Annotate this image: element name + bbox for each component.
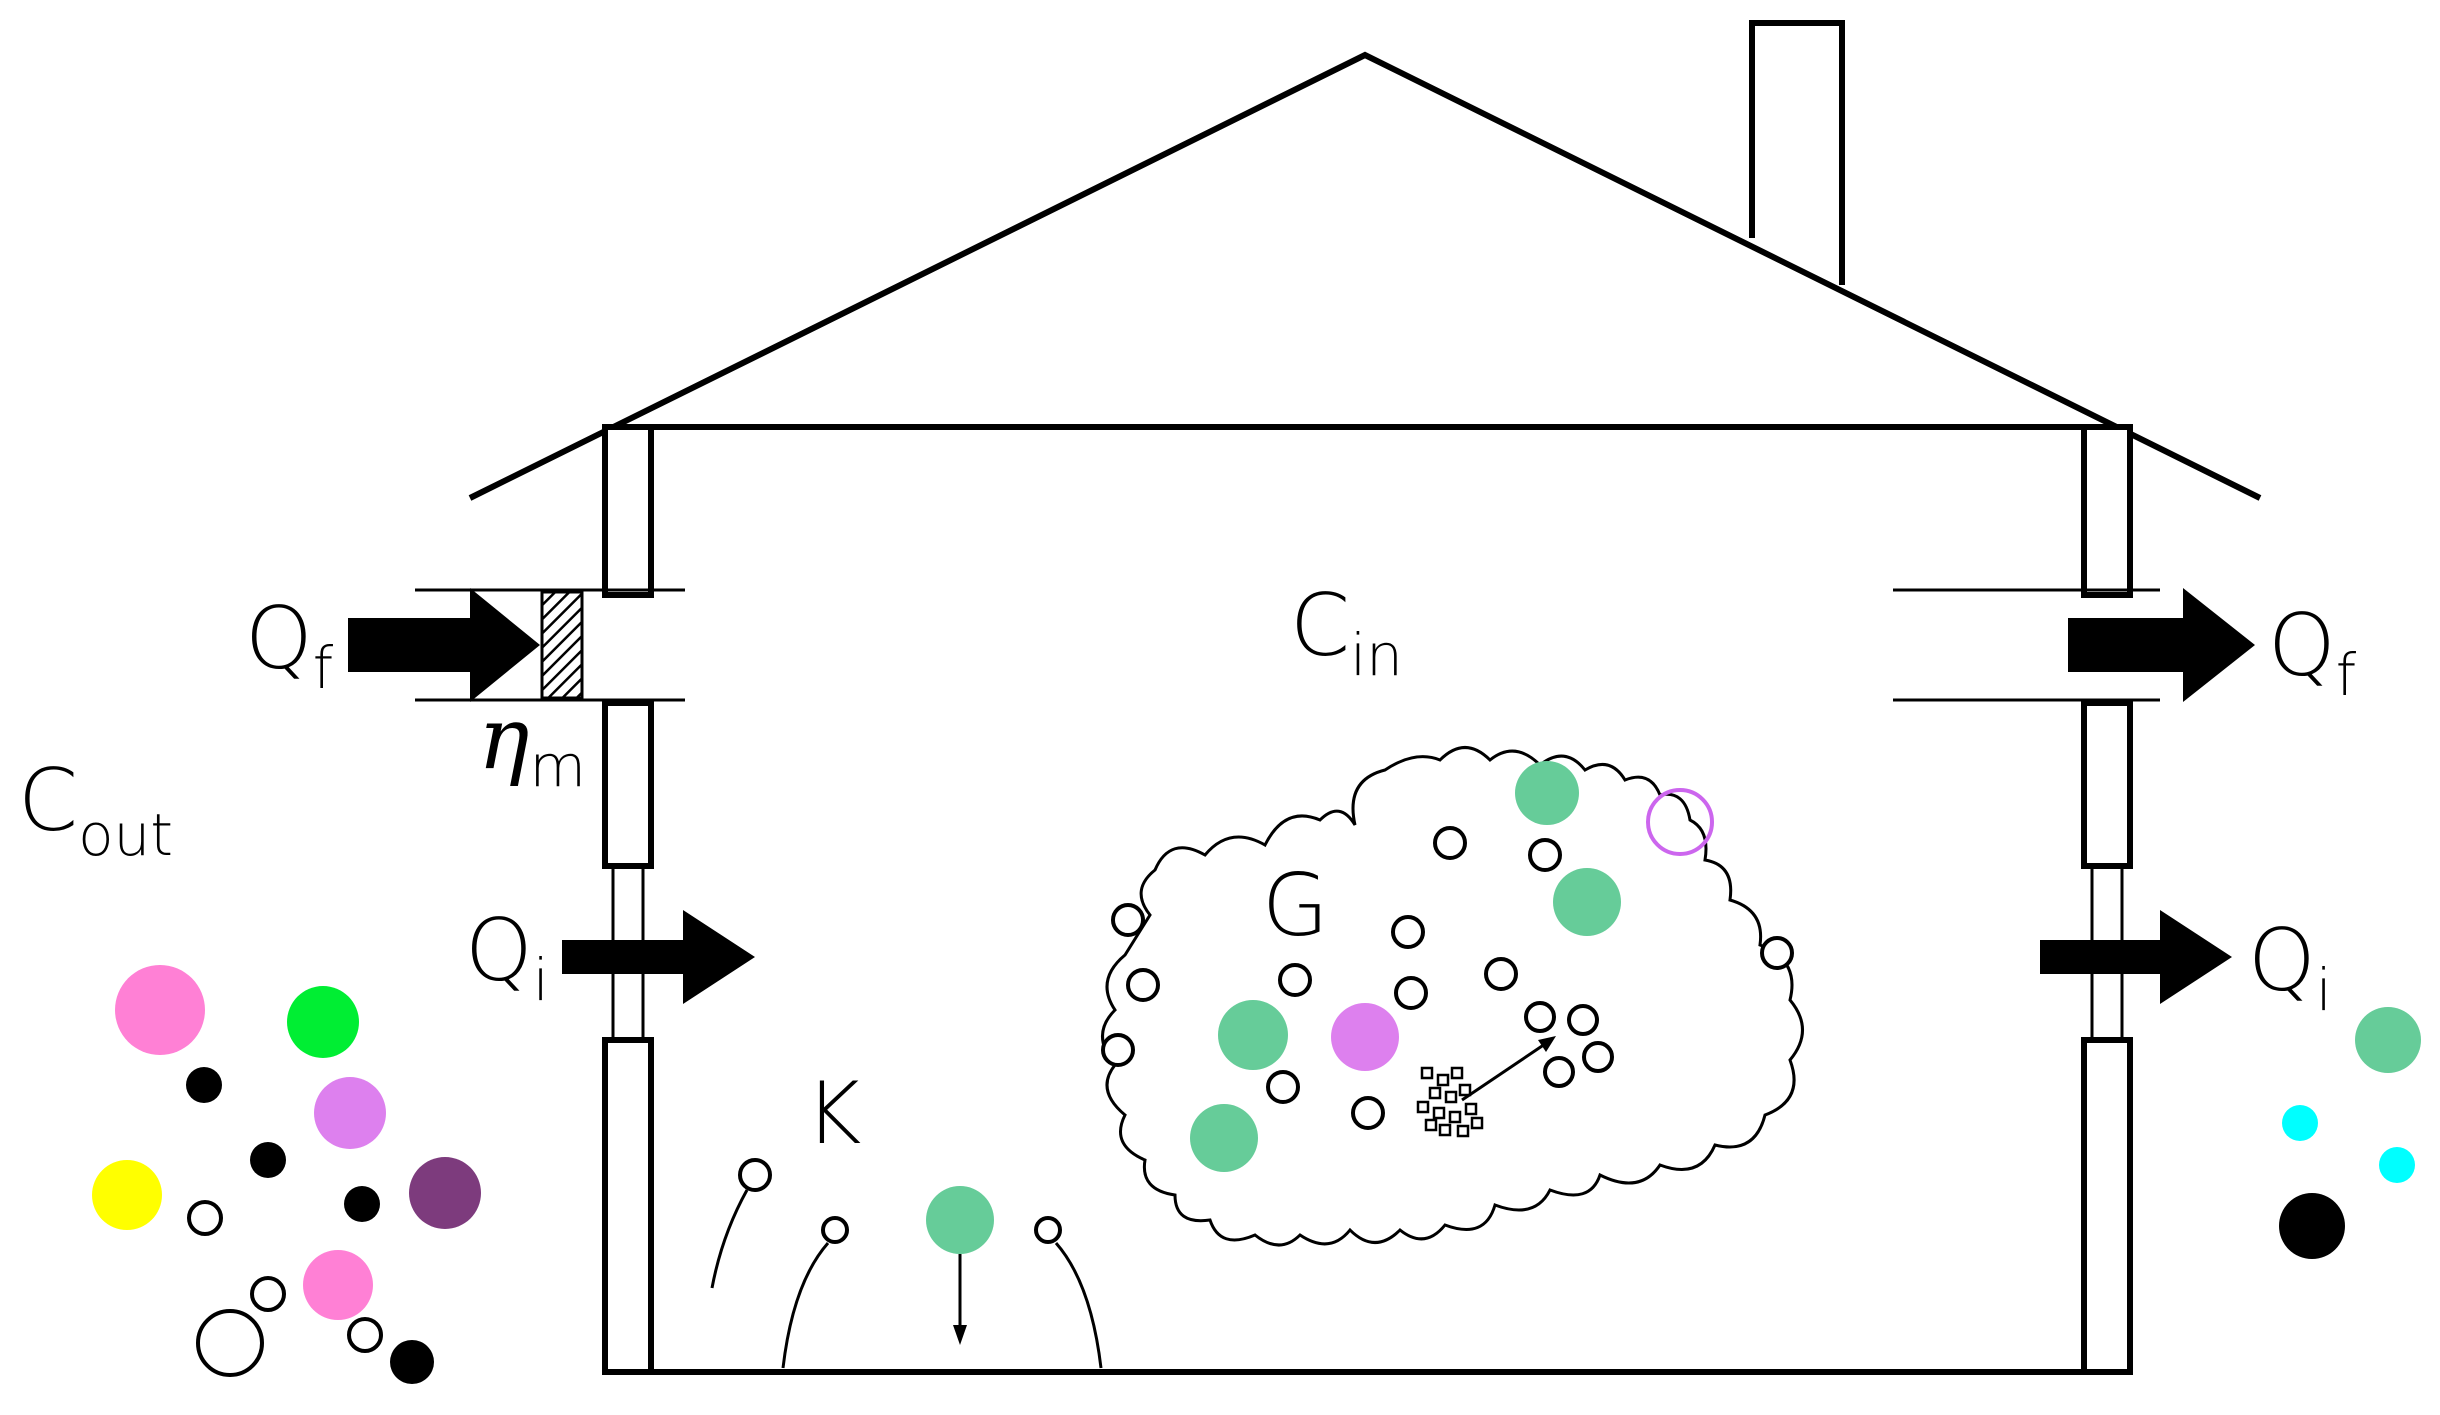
particle-green (1515, 761, 1579, 825)
arrow-qi-in (562, 910, 755, 1004)
particle-pink (115, 965, 205, 1055)
particle-lavender-hollow (1646, 788, 1714, 856)
label-g: G (1262, 856, 1329, 956)
deposition-particles (710, 1158, 1103, 1369)
particle-small (250, 1276, 286, 1312)
label-qi-in: Qi (465, 901, 549, 1014)
particle-violet (314, 1077, 386, 1149)
particle-green (2355, 1007, 2421, 1073)
label-k: K (805, 1064, 861, 1164)
particle-small (1034, 1216, 1062, 1244)
right-wall (2081, 424, 2133, 1375)
particle-purple (409, 1157, 481, 1229)
particle-small (187, 1200, 223, 1236)
particle-small (738, 1158, 772, 1192)
arrow-qi-out (2040, 910, 2232, 1004)
particle-small (1582, 1041, 1614, 1073)
label-qf-out: Qf (2268, 596, 2357, 709)
label-qf-in: Qf (245, 589, 334, 702)
particle-small (1543, 1056, 1575, 1088)
cloud-particles (1101, 761, 1794, 1172)
particle-violet (1331, 1003, 1399, 1071)
left-wall (602, 424, 654, 1375)
particle-small (1266, 1070, 1300, 1104)
particle-yellow (92, 1160, 162, 1230)
particle-small (1484, 957, 1518, 991)
particle-black (186, 1067, 222, 1103)
particle-small (1433, 826, 1467, 860)
particle-small (1126, 968, 1160, 1002)
particle-black (390, 1340, 434, 1384)
particle-black (344, 1186, 380, 1222)
arrow-qf-out (2068, 588, 2255, 702)
particle-green (1553, 868, 1621, 936)
particle-cluster (1416, 1066, 1484, 1138)
particle-cyan (2282, 1105, 2318, 1141)
particle-black (2279, 1193, 2345, 1259)
particle-small (1351, 1096, 1385, 1130)
particle-small (1524, 1001, 1556, 1033)
particle-bright-green (287, 986, 359, 1058)
particle-black (250, 1142, 286, 1178)
particle-small (1278, 963, 1312, 997)
particle-small (1528, 838, 1562, 872)
label-c-out: Cout (18, 751, 173, 869)
outlet-duct (1893, 588, 2160, 702)
inlet-duct (415, 588, 685, 702)
label-eta-m: ηm (478, 689, 586, 800)
particle-green (1190, 1104, 1258, 1172)
exhaust-particles (2279, 1007, 2421, 1259)
particle-small (347, 1317, 383, 1353)
filter-element (540, 590, 584, 700)
particle-small (1394, 976, 1428, 1010)
label-c-in: Cin (1290, 576, 1403, 689)
particle-large (196, 1309, 264, 1377)
particle-pink (303, 1250, 373, 1320)
particle-green (1218, 1000, 1288, 1070)
particle-small (1567, 1004, 1599, 1036)
particle-small (821, 1216, 849, 1244)
outdoor-particles (92, 965, 481, 1384)
source-cloud (1101, 746, 1804, 1247)
particle-small (1111, 903, 1145, 937)
coagulation-arrow (1461, 1036, 1556, 1102)
particle-small (1760, 936, 1794, 970)
particle-small (1101, 1033, 1135, 1067)
particle-small (1391, 915, 1425, 949)
roof (468, 51, 2262, 501)
particle-cyan (2379, 1147, 2415, 1183)
particle-green (926, 1186, 994, 1254)
chimney (1749, 20, 1845, 285)
arrow-qf-in (348, 588, 540, 702)
label-qi-out: Qi (2248, 911, 2332, 1024)
